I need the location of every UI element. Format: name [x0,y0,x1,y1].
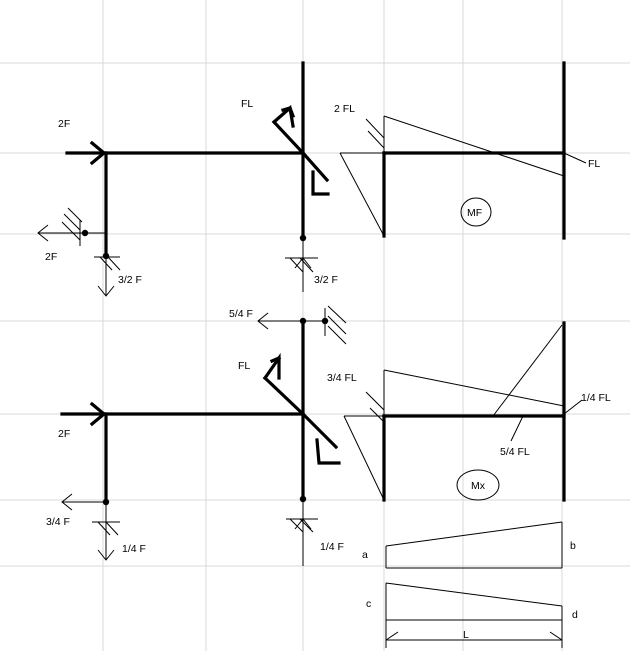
bottom-left-horizontal-support [61,493,110,511]
top-moment-diagram: MF 2 FL FL [334,61,600,240]
bottom-top-reaction-label: 5/4 F [229,308,253,320]
top-moment-symbol [271,104,330,196]
trapezoid-label-d: d [572,609,578,621]
trapezoid-length-label: L [463,629,469,641]
bottom-diagram-left-label: 3/4 FL [327,372,357,384]
bottom-left-h-reaction-label: 3/4 F [46,516,70,528]
bottom-left-vertical-support [92,502,120,561]
top-left-horizontal-support [37,207,106,246]
top-right-vertical-support [285,234,318,292]
bottom-top-support [257,305,347,345]
trapezoid-label-a: a [362,549,368,561]
trapezoid-label-c: c [366,598,371,610]
trapezoid-diagrams: a b c d L [362,521,578,648]
top-left-h-reaction-label: 2F [45,251,57,263]
top-load-label: 2F [58,118,70,130]
top-left-vertical-support [94,252,121,297]
top-load-arrow [65,140,107,166]
bottom-right-vertical-support [286,495,318,566]
bottom-diagram-right-label: 1/4 FL [581,392,611,404]
top-diagram-tag: MF [467,207,482,219]
bottom-moment-label: FL [238,360,250,372]
bottom-frame: 5/4 F FL 2F 3/4 F 1/4 F 1/4 F [46,305,347,566]
trapezoid-label-b: b [570,540,576,552]
top-diagram-left-label: 2 FL [334,103,355,115]
bottom-diagram-tag: Mx [471,480,486,492]
bottom-left-v-reaction-label: 1/4 F [122,543,146,555]
top-diagram-tag-circle [460,197,492,227]
bottom-moment-symbol [262,352,341,465]
bottom-diagram-mid-label: 5/4 FL [500,446,530,458]
top-diagram-right-label: FL [588,158,600,170]
top-left-v-reaction-label: 3/2 F [118,274,142,286]
top-moment-label: FL [241,98,253,110]
bottom-load-arrow [60,401,107,427]
top-frame: 2F FL 2F 3/2 F 3/2 F [37,61,338,297]
bottom-load-label: 2F [58,428,70,440]
top-right-v-reaction-label: 3/2 F [314,274,338,286]
bottom-right-v-reaction-label: 1/4 F [320,541,344,553]
bottom-diagram-tag-circle [456,469,500,501]
bottom-moment-diagram: Mx 3/4 FL 1/4 FL 5/4 FL [327,321,611,502]
